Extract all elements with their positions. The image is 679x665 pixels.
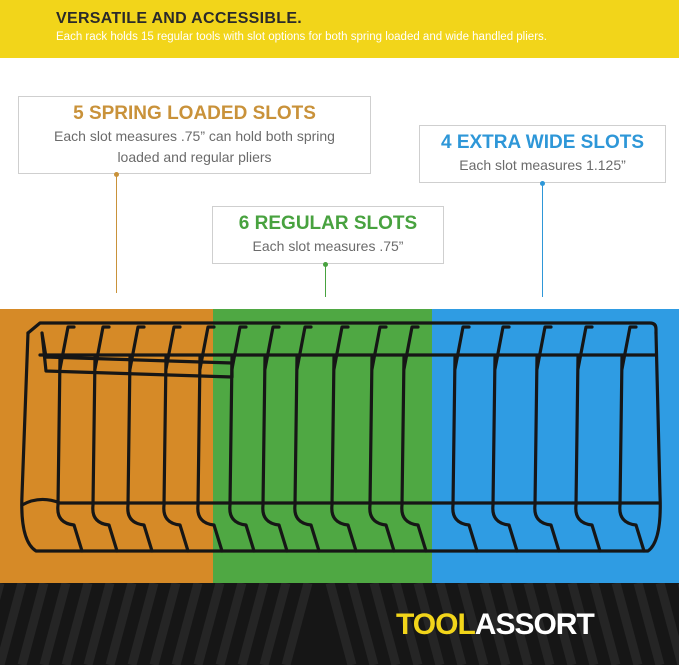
extra-wide-slots-callout: 4 EXTRA WIDE SLOTS Each slot measures 1.… <box>419 125 666 183</box>
footer-stripe <box>39 583 71 665</box>
regular-slots-desc: Each slot measures .75” <box>252 238 404 254</box>
footer-stripe <box>61 583 93 665</box>
rack-hook-13 <box>535 325 553 371</box>
footer-texture <box>0 583 679 665</box>
rack-hook-4 <box>198 325 216 371</box>
slot-divider-0 <box>56 355 84 553</box>
footer-stripe <box>193 583 225 665</box>
slot-divider-9 <box>368 355 396 553</box>
rack-hook-11 <box>453 325 471 371</box>
footer-stripe <box>611 583 643 665</box>
logo-part-tool: TOOL <box>396 608 476 641</box>
footer-stripe <box>325 583 357 665</box>
rack-top-rail <box>26 321 658 335</box>
extra-wide-desc: Each slot measures 1.125” <box>459 157 626 173</box>
footer-stripe <box>347 583 379 665</box>
rack-hook-9 <box>370 325 388 371</box>
plier-rack-illustration <box>20 321 662 553</box>
footer-stripe <box>413 583 445 665</box>
rack-hook-2 <box>128 325 146 371</box>
rack-bowl-rail <box>20 497 662 507</box>
slot-divider-2 <box>126 355 154 553</box>
rack-wireframe <box>20 321 662 553</box>
slot-divider-12 <box>491 355 519 553</box>
footer-stripe <box>633 583 665 665</box>
slot-divider-6 <box>261 355 289 553</box>
slot-divider-5 <box>228 355 256 553</box>
rack-hook-10 <box>402 325 420 371</box>
footer-stripe <box>655 583 679 665</box>
rack-hook-7 <box>295 325 313 371</box>
footer-stripe <box>281 583 313 665</box>
rack-hook-12 <box>493 325 511 371</box>
slot-divider-14 <box>574 355 602 553</box>
regular-leader-dot <box>323 262 328 267</box>
spring-loaded-slots-callout: 5 SPRING LOADED SLOTS Each slot measures… <box>18 96 371 174</box>
rack-hook-0 <box>58 325 76 371</box>
rack-hook-1 <box>93 325 111 371</box>
spring-leader-dot <box>114 172 119 177</box>
footer-stripe <box>523 583 555 665</box>
footer-stripe <box>0 583 27 665</box>
footer-stripe <box>259 583 291 665</box>
banner-title: VERSATILE AND ACCESSIBLE. <box>56 10 303 27</box>
regular-leader-line <box>323 262 328 297</box>
slot-divider-4 <box>196 355 224 553</box>
logo-part-assort: ASSORT <box>474 608 595 641</box>
wide-leader-dot <box>540 181 545 186</box>
rack-hook-6 <box>263 325 281 371</box>
wide-leader-line <box>540 181 545 297</box>
slot-divider-3 <box>162 355 190 553</box>
footer-stripe <box>369 583 401 665</box>
footer-stripe <box>567 583 599 665</box>
footer-stripe <box>17 583 49 665</box>
rack-hook-3 <box>164 325 182 371</box>
slot-divider-8 <box>330 355 358 553</box>
rack-outer-frame <box>20 331 662 553</box>
slot-divider-10 <box>400 355 428 553</box>
header-banner: VERSATILE AND ACCESSIBLE. Each rack hold… <box>0 0 679 58</box>
footer-stripe <box>105 583 137 665</box>
regular-slots-callout: 6 REGULAR SLOTS Each slot measures .75” <box>212 206 444 264</box>
tool-assort-logo: TOOLASSORT <box>396 608 595 642</box>
footer-stripe <box>391 583 423 665</box>
footer-stripe <box>149 583 181 665</box>
banner-subtitle: Each rack holds 15 regular tools with sl… <box>56 31 547 43</box>
footer-stripe <box>171 583 203 665</box>
slot-divider-13 <box>533 355 561 553</box>
extra-wide-title: 4 EXTRA WIDE SLOTS <box>440 132 645 153</box>
spring-leader-line <box>114 172 119 293</box>
rack-hook-5 <box>230 325 248 371</box>
footer-stripe <box>457 583 489 665</box>
slot-divider-15 <box>618 355 646 553</box>
footer-stripe <box>237 583 269 665</box>
rack-hook-8 <box>332 325 350 371</box>
spring-loaded-title: 5 SPRING LOADED SLOTS <box>73 103 316 124</box>
rack-hook-15 <box>620 325 638 371</box>
rack-hook-14 <box>576 325 594 371</box>
spring-loaded-desc-line2: loaded and regular pliers <box>117 149 272 165</box>
spring-loaded-desc-line1: Each slot measures .75” can hold both sp… <box>54 128 335 144</box>
footer-stripe <box>501 583 533 665</box>
footer-band <box>0 583 679 665</box>
footer-stripe <box>435 583 467 665</box>
slot-divider-1 <box>91 355 119 553</box>
footer-stripe <box>589 583 621 665</box>
slot-divider-11 <box>451 355 479 553</box>
regular-slots-title: 6 REGULAR SLOTS <box>238 213 418 234</box>
footer-stripe <box>479 583 511 665</box>
footer-stripe <box>545 583 577 665</box>
footer-stripe <box>215 583 247 665</box>
footer-stripe <box>83 583 115 665</box>
footer-stripe <box>127 583 159 665</box>
slot-divider-7 <box>293 355 321 553</box>
